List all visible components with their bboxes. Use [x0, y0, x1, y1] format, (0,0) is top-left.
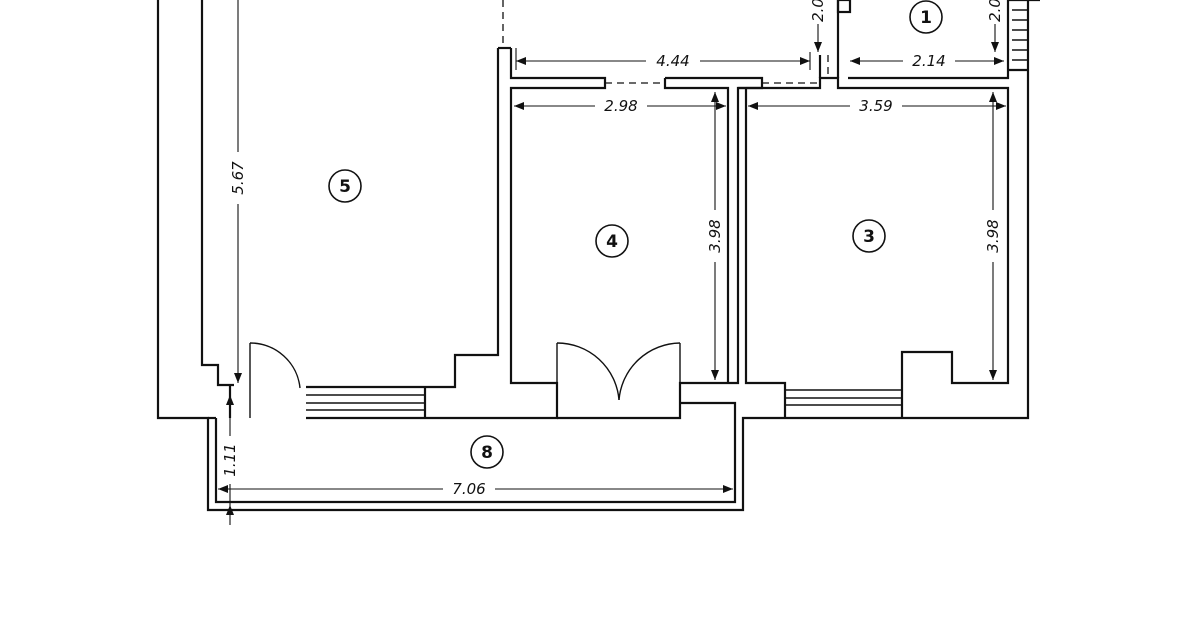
room-marker-5: 5	[328, 169, 362, 203]
dim-room3-height: 3.98	[984, 219, 1002, 252]
room-marker-3: 3	[852, 219, 886, 253]
dim-top-right-partial: 2.0	[986, 0, 1004, 22]
room-markers: 1 3 4 5 8	[328, 0, 943, 469]
dim-top-left-partial: 2.0	[809, 0, 827, 22]
room-label-4: 4	[606, 232, 618, 252]
dim-room4-width: 2.98	[604, 97, 637, 115]
room5-walls	[306, 46, 607, 420]
room4-walls	[557, 76, 764, 420]
dim-room5-height: 5.67	[229, 161, 247, 195]
doors	[249, 342, 681, 418]
dashed-boundaries	[502, 0, 829, 84]
dimension-lines	[218, 0, 1006, 525]
room1-walls	[818, 0, 1040, 80]
dim-room8-height: 1.11	[221, 443, 239, 476]
dim-room8-width: 7.06	[452, 480, 485, 498]
room3-walls	[738, 76, 1010, 418]
outer-walls	[156, 0, 1030, 512]
room-label-3: 3	[863, 227, 875, 247]
dim-room3-width: 3.59	[859, 97, 892, 115]
room-marker-8: 8	[470, 435, 504, 469]
room-label-5: 5	[339, 177, 351, 197]
dim-room1-width: 2.14	[912, 52, 945, 70]
room-label-1: 1	[920, 8, 932, 28]
dimension-labels: 4.44 2.14 2.98 3.59 7.06 3.98 3.98 5.67 …	[220, 0, 1004, 498]
room-label-8: 8	[481, 443, 493, 463]
dim-corridor-width: 4.44	[656, 52, 689, 70]
dim-room4-height: 3.98	[706, 219, 724, 252]
room-marker-1: 1	[909, 0, 943, 34]
room-marker-4: 4	[595, 224, 629, 258]
